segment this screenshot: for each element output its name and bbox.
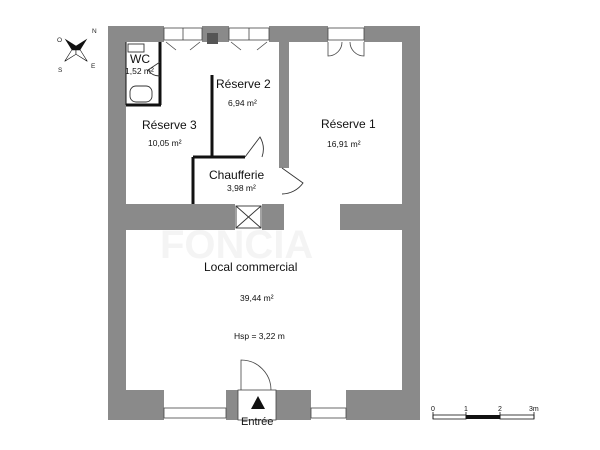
wall-middle-right [340, 204, 420, 230]
wc-fixtures [127, 43, 161, 103]
chaufferie-label: Chaufferie [209, 168, 264, 182]
scale-seg-1 [432, 414, 467, 420]
wall-bottom-left [108, 390, 164, 420]
reserve1-label: Réserve 1 [321, 117, 376, 131]
wall-bottom-mid [226, 390, 238, 420]
compass-west-arm [64, 38, 76, 50]
wc-door-swing [147, 61, 161, 77]
watermark: FONCIA [160, 223, 313, 267]
toilet-icon [129, 85, 153, 103]
door-swing-top-mid-a [230, 41, 242, 51]
wall-bottom-right [346, 390, 420, 420]
interior-partitions [126, 42, 245, 204]
local-area: 39,44 m² [240, 293, 274, 303]
wc-label: WC [130, 52, 150, 66]
reserve1-area: 16,91 m² [327, 139, 361, 149]
top-door-swings [165, 41, 365, 57]
top-windows [163, 27, 365, 41]
door-swing-reserve1-a [327, 41, 343, 57]
wall-partition-reserve1 [279, 38, 289, 168]
scale-label-1: 1 [464, 406, 468, 413]
compass-north-arm [76, 38, 88, 50]
window-bottom-right [310, 407, 347, 419]
scale-seg-2 [466, 415, 500, 419]
scale-bar: 0 1 2 3m [431, 406, 539, 420]
scale-label-2: 2 [498, 406, 502, 413]
compass-n: N [92, 28, 97, 35]
wall-middle-left [108, 204, 235, 230]
scale-label-0: 0 [431, 406, 435, 413]
entrance-arrow-icon [251, 396, 265, 409]
window-top-3 [327, 27, 365, 41]
compass-o: O [57, 37, 62, 44]
chaufferie-vent-diag-2 [235, 205, 262, 229]
compass-rose [64, 38, 88, 62]
chaufferie-area: 3,98 m² [227, 183, 256, 193]
door-swing-top-mid-b [256, 41, 268, 51]
entrance-door-swing [240, 359, 272, 391]
scale-label-3: 3m [529, 406, 539, 413]
wc-area: 1,52 m² [125, 66, 154, 76]
wall-middle-mid [262, 204, 284, 230]
door-swing-top-left-b [189, 41, 201, 51]
reserve3-label: Réserve 3 [142, 118, 197, 132]
ceiling-height: Hsp = 3,22 m [234, 331, 285, 341]
reserve3-area: 10,05 m² [148, 138, 182, 148]
sink-icon [127, 43, 145, 53]
compass-e: E [91, 63, 96, 70]
wall-post [207, 33, 218, 44]
chaufferie-doors [235, 136, 304, 229]
door-swing-reserve1-b [349, 41, 365, 57]
compass-east-arm [75, 49, 88, 62]
chaufferie-vent [235, 205, 262, 229]
outer-walls [108, 26, 420, 420]
bottom-openings [163, 359, 347, 421]
wall-bottom-mid2 [276, 390, 311, 420]
reserve2-label: Réserve 2 [216, 77, 271, 91]
door-swing-chaufferie-right [281, 167, 304, 195]
wall-top-right [364, 26, 420, 42]
window-bottom-left [163, 407, 227, 419]
scale-seg-3 [499, 414, 535, 420]
door-swing-chaufferie-top [244, 136, 264, 158]
local-label: Local commercial [204, 260, 297, 274]
entrance-label: Entrée [241, 416, 273, 428]
entrance-opening [237, 389, 277, 421]
reserve2-area: 6,94 m² [228, 98, 257, 108]
wall-top-left [108, 26, 164, 42]
door-swing-top-left-a [165, 41, 177, 51]
compass-s: S [58, 67, 63, 74]
wall-top-mid2 [269, 26, 328, 42]
